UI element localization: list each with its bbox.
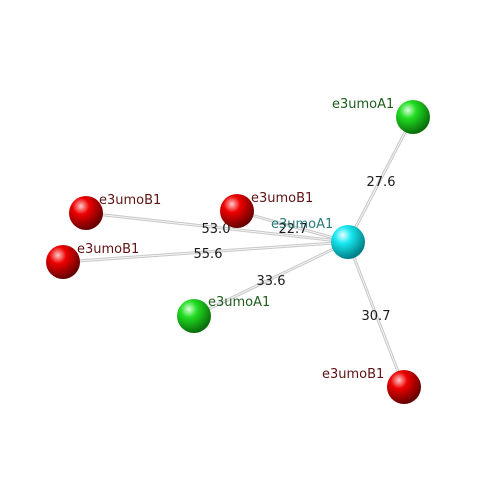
distance-label: 22.7 (279, 222, 308, 237)
distance-label: 33.6 (257, 274, 286, 289)
bond-line-highlight (347, 116, 414, 243)
atom-label: e3umoA1 (332, 97, 394, 112)
center-atom-sphere[interactable] (331, 225, 365, 259)
distance-label: 30.7 (362, 309, 391, 324)
bond-line-highlight (193, 241, 349, 317)
atom-sphere-red[interactable] (387, 370, 421, 404)
atom-label: e3umoB1 (99, 193, 161, 208)
atom-label: e3umoB1 (77, 242, 139, 257)
distance-label: 55.6 (194, 247, 223, 262)
bond-line-highlight (85, 212, 349, 243)
atom-sphere-red[interactable] (46, 245, 80, 279)
atom-sphere-red[interactable] (220, 194, 254, 228)
distance-labels: 27.6 22.7 53.0 55.6 33.6 30.7 (194, 175, 396, 324)
atoms-layer (46, 100, 430, 404)
bond-line-highlight (347, 241, 405, 388)
distance-label: 53.0 (202, 222, 231, 237)
center-atom-label: e3umoA1 (271, 217, 333, 232)
atom-label: e3umoA1 (208, 295, 270, 310)
atom-sphere-green[interactable] (396, 100, 430, 134)
atom-label: e3umoB1 (251, 191, 313, 206)
bond-line-highlight (62, 241, 349, 263)
atom-sphere-green[interactable] (177, 299, 211, 333)
atom-labels: e3umoA1 e3umoA1 e3umoB1 e3umoB1 e3umoB1 e3umo… (77, 97, 394, 382)
bond-line-highlight (236, 210, 349, 243)
atom-sphere-red[interactable] (69, 196, 103, 230)
bonds-layer (61, 115, 415, 389)
atom-label: e3umoB1 (322, 367, 384, 382)
distance-label: 27.6 (367, 175, 396, 190)
